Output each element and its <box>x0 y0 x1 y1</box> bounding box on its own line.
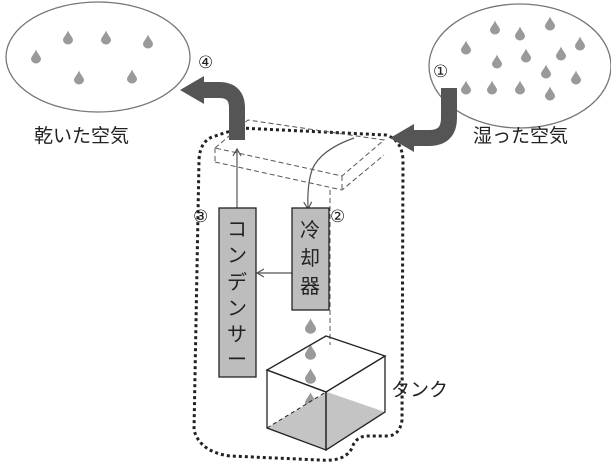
humid-cloud-icon <box>428 3 611 129</box>
cooler-char: 器 <box>300 274 320 298</box>
water-drop-icon <box>305 318 316 408</box>
cooler-label: 冷 却 器 <box>300 218 320 298</box>
dry-cloud-icon <box>5 1 191 113</box>
condenser-char: デ <box>227 270 247 294</box>
condenser-char: ン <box>227 243 247 267</box>
dry-air-outflow-arrow <box>200 82 245 140</box>
condenser-char: ー <box>227 347 247 371</box>
step-1-marker: ① <box>433 62 448 82</box>
condenser-char: ン <box>227 296 247 320</box>
cooler-box <box>291 207 330 311</box>
humid-air-label: 湿った空気 <box>473 125 568 147</box>
humid-air-inflow-arrowhead <box>390 124 414 152</box>
cooler-char: 冷 <box>300 218 320 242</box>
condenser-label: コ ン デ ン サ ー <box>227 217 247 371</box>
dry-air-label: 乾いた空気 <box>34 125 129 147</box>
cooler-char: 却 <box>300 246 320 270</box>
dry-air-outflow-arrowhead <box>180 76 204 104</box>
condenser-char: コ <box>227 217 247 241</box>
step-2-marker: ② <box>330 207 345 227</box>
condenser-box <box>218 207 257 378</box>
step-3-marker: ③ <box>193 207 208 227</box>
tank-label: タンク <box>391 379 448 401</box>
step-4-marker: ④ <box>198 53 213 73</box>
humid-air-inflow-arrow <box>410 88 457 146</box>
air-to-cooler-arrow <box>303 137 355 211</box>
condenser-char: サ <box>227 322 247 346</box>
tank-icon <box>265 335 387 452</box>
